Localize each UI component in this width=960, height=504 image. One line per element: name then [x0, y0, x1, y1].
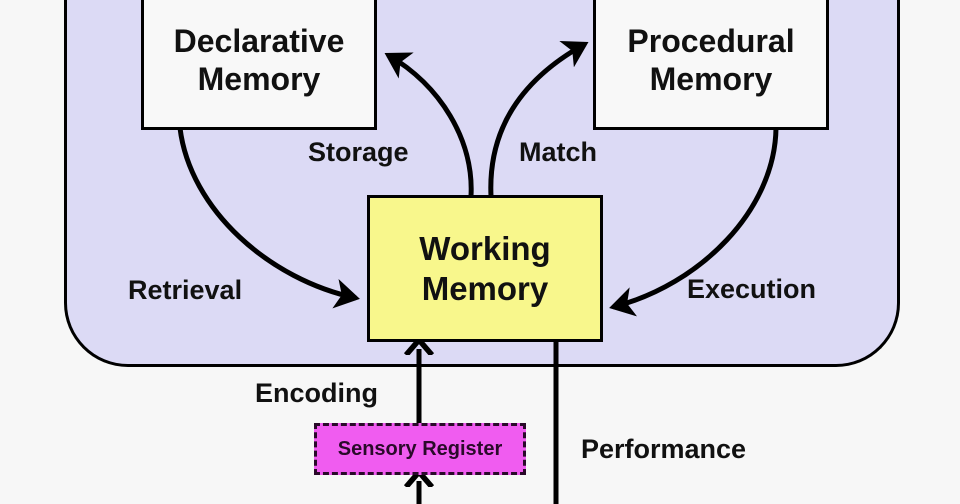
- encoding-label: Encoding: [255, 378, 378, 408]
- declarative-memory-box: Declarative Memory: [141, 0, 377, 130]
- declarative-memory-line1: Declarative: [173, 22, 345, 59]
- retrieval-arrow: [177, 127, 360, 309]
- storage-arrow: [384, 52, 474, 197]
- execution-label: Execution: [687, 274, 817, 304]
- working-memory-box: Working Memory: [367, 195, 603, 342]
- working-memory-line1: Working: [419, 229, 551, 267]
- declarative-memory-line2: Memory: [197, 61, 321, 97]
- match-label: Match: [519, 137, 598, 167]
- performance-label: Performance: [581, 434, 747, 464]
- working-memory-line2: Memory: [421, 269, 549, 307]
- execution-arrow: [609, 127, 779, 317]
- procedural-memory-line1: Procedural: [627, 22, 795, 59]
- procedural-memory-line2: Memory: [649, 61, 773, 97]
- procedural-memory-box: Procedural Memory: [593, 0, 829, 130]
- retrieval-label: Retrieval: [128, 275, 243, 305]
- storage-label: Storage: [308, 137, 409, 167]
- sensory-register-label: Sensory Register: [337, 438, 503, 460]
- sensory-register-box: Sensory Register: [314, 423, 526, 475]
- match-arrow: [488, 41, 589, 197]
